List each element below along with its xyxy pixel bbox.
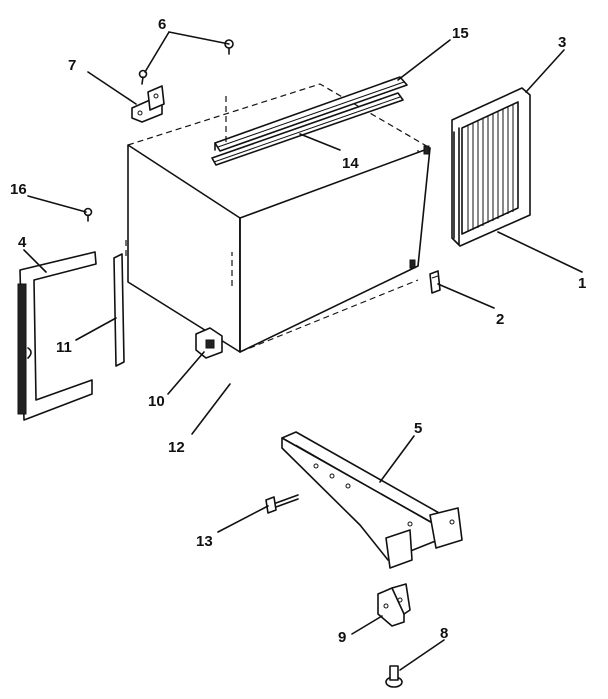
screw-16 <box>83 207 93 222</box>
callout-9: 9 <box>338 629 346 646</box>
front-grille-3 <box>451 87 531 247</box>
bracket-7 <box>131 85 165 123</box>
cabinet-side-face <box>239 147 431 353</box>
leader-lines <box>23 31 583 671</box>
cabinet-hidden-bottom-edge <box>239 279 419 353</box>
corner-tab-top <box>423 145 430 155</box>
callout-16: 16 <box>10 181 27 198</box>
callout-15: 15 <box>452 25 469 42</box>
callout-10: 10 <box>148 393 165 410</box>
top-rail-14 <box>211 92 404 166</box>
side-strip-11 <box>113 240 127 367</box>
callout-labels: 6 7 15 3 14 16 4 1 2 11 10 5 12 13 8 9 <box>10 16 586 646</box>
curtain-foam-strip <box>17 283 27 415</box>
screw-6a <box>224 39 234 55</box>
side-curtain-4 <box>17 251 97 421</box>
cabinet <box>127 83 431 353</box>
screw-6b <box>138 69 148 85</box>
callout-8: 8 <box>440 625 448 642</box>
grille-louvers <box>467 105 514 232</box>
bracket-9 <box>377 583 411 627</box>
callout-12: 12 <box>168 439 185 456</box>
cabinet-front-face <box>127 144 241 353</box>
bolt-13 <box>265 494 299 514</box>
corner-tab-bottom <box>409 259 416 269</box>
cabinet-hidden-top-edge <box>127 83 431 149</box>
callout-3: 3 <box>558 34 566 51</box>
bracket-10 <box>195 327 223 359</box>
callout-1: 1 <box>578 275 586 292</box>
clip-2 <box>429 270 441 294</box>
callout-6: 6 <box>158 16 166 33</box>
support-rail-5 <box>281 431 463 569</box>
top-rail-15 <box>214 76 408 152</box>
callout-13: 13 <box>196 533 213 550</box>
callout-11: 11 <box>56 339 72 356</box>
leveling-foot-8 <box>385 665 403 688</box>
callout-2: 2 <box>496 311 504 328</box>
callout-7: 7 <box>68 57 76 74</box>
callout-4: 4 <box>18 234 27 251</box>
callout-14: 14 <box>342 155 359 172</box>
callout-5: 5 <box>414 420 422 437</box>
